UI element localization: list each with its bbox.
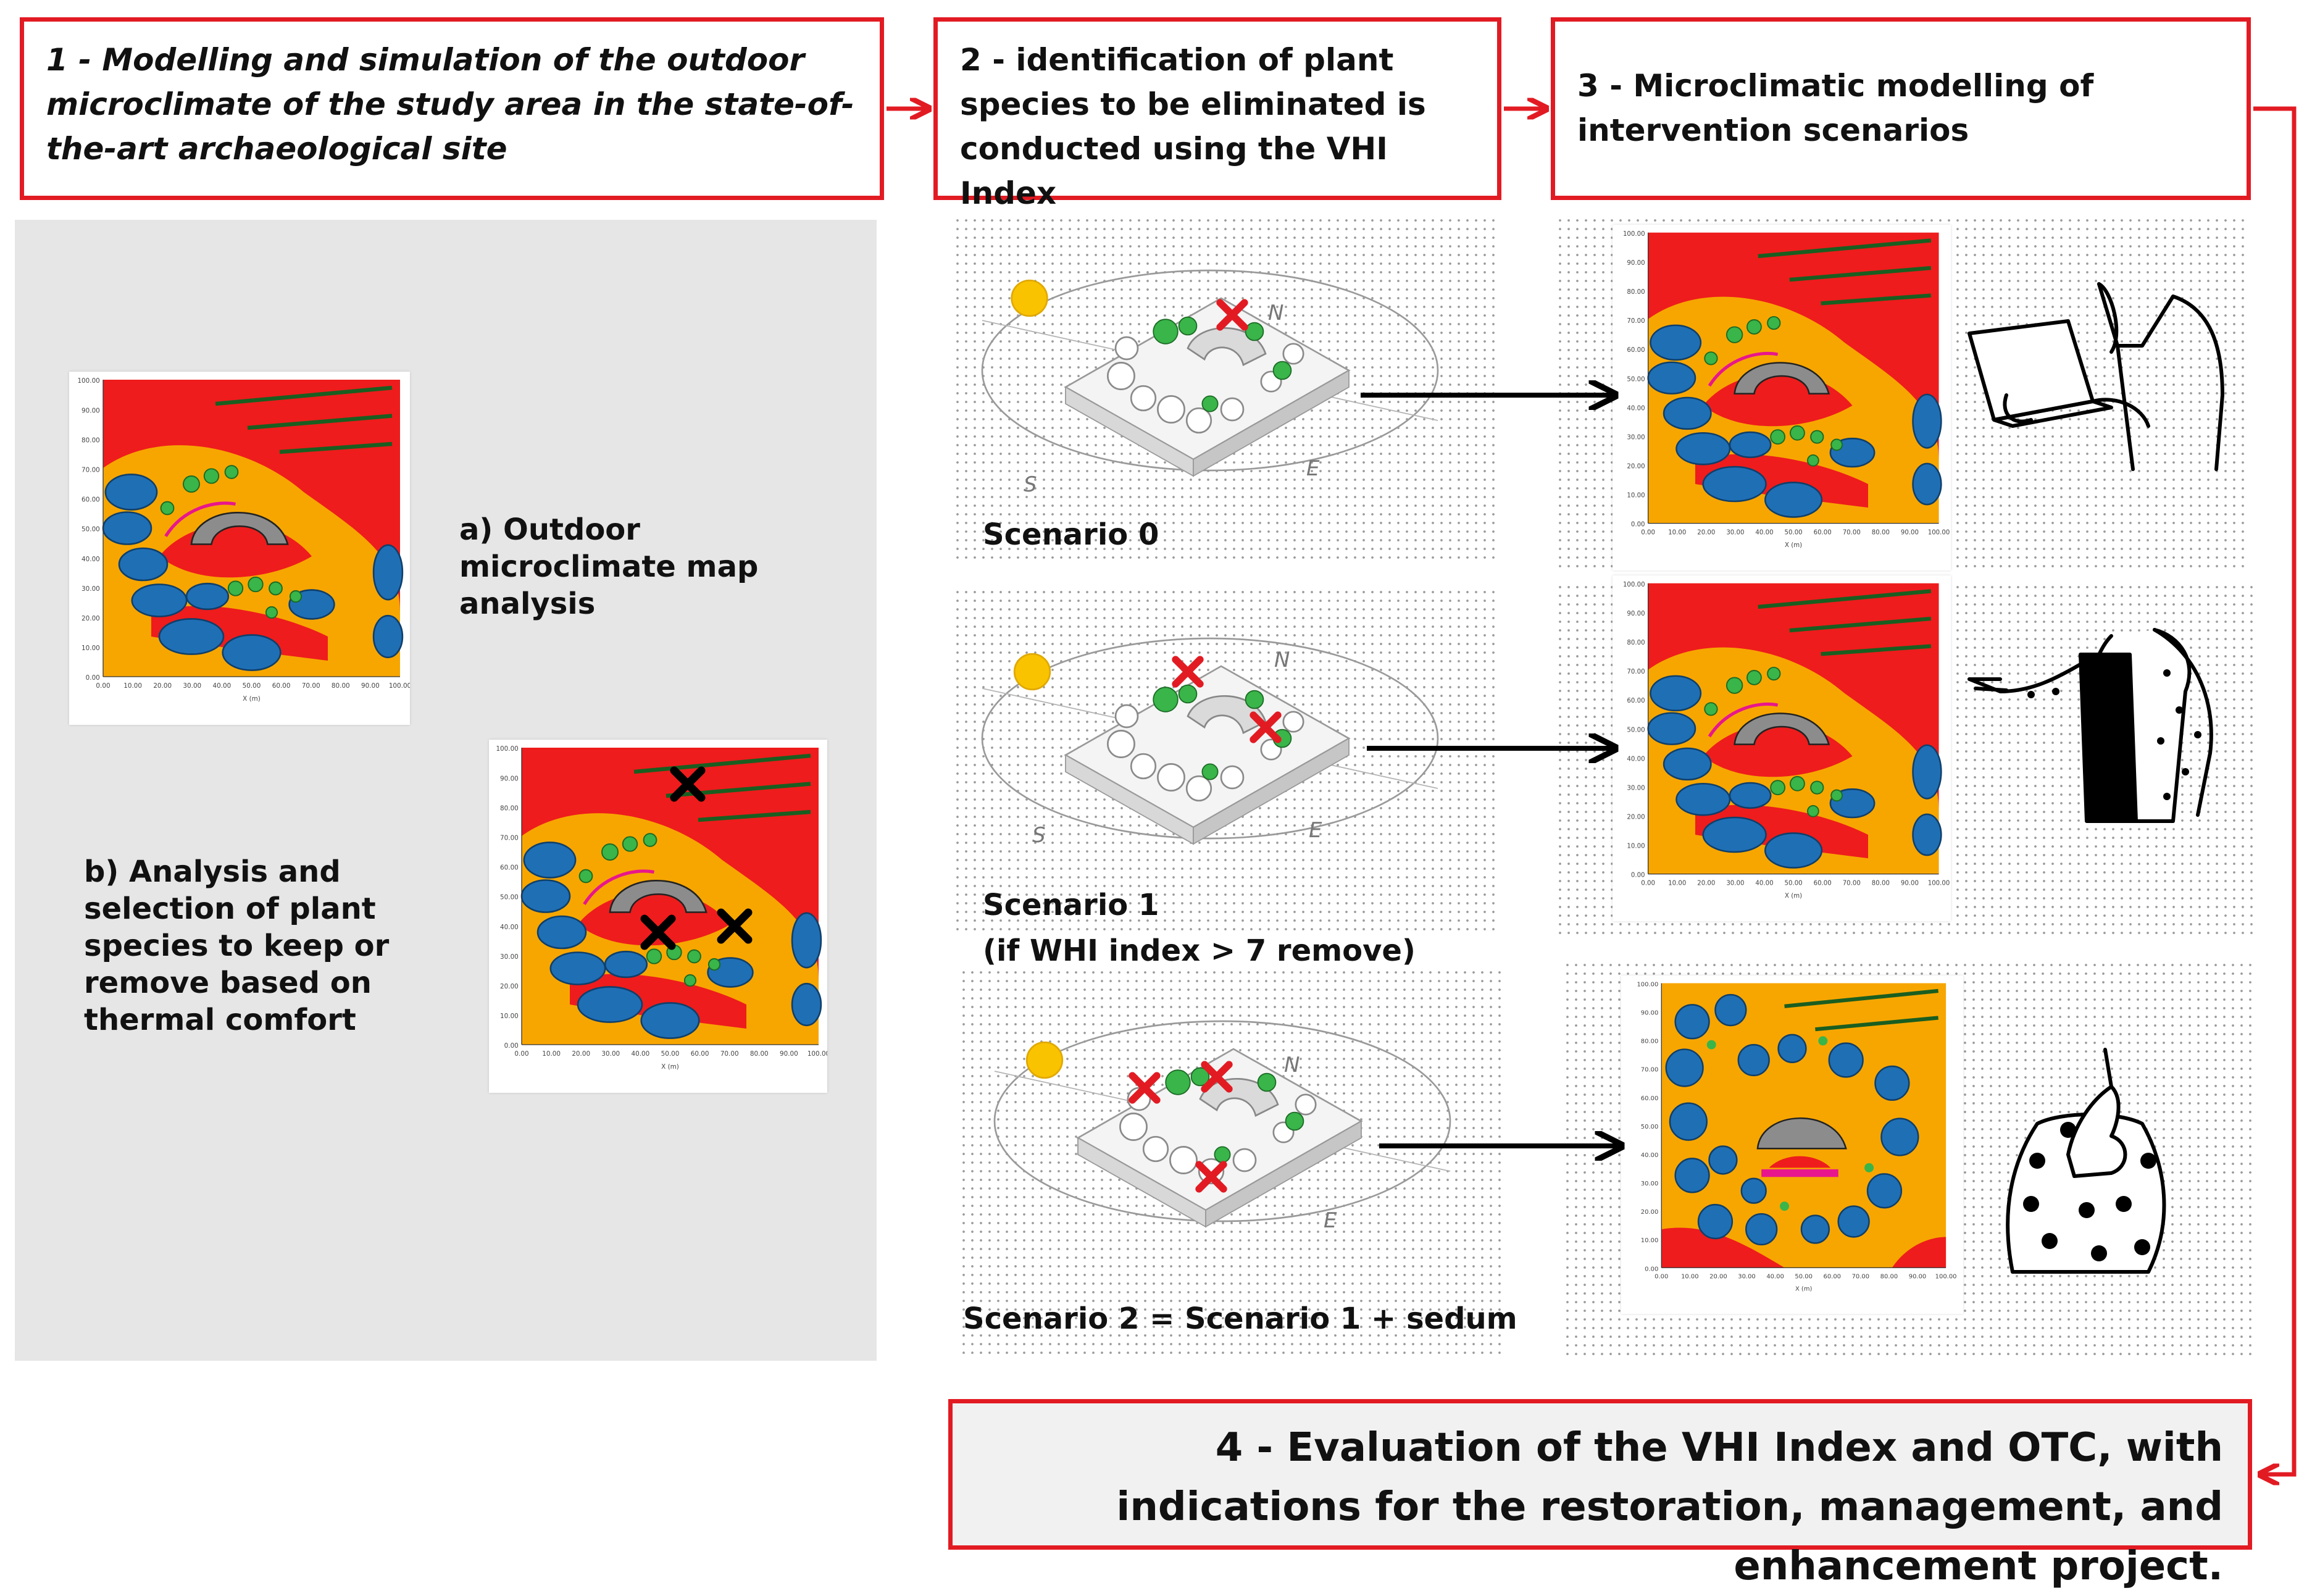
step-2-text: 2 - identification of plant species to b… bbox=[960, 42, 1426, 211]
step-1-text: 1 - Modelling and simulation of the outd… bbox=[46, 42, 854, 167]
compass-s-0: S bbox=[1024, 472, 1037, 497]
scenario-1-title: Scenario 1 bbox=[983, 888, 1159, 922]
result-map-0 bbox=[1613, 225, 1951, 570]
compass-e-0: E bbox=[1306, 456, 1320, 481]
remove-mark-2 bbox=[645, 919, 672, 946]
result-map-2 bbox=[1621, 976, 1963, 1314]
analysis-b-label: b) Analysis and selection of plant speci… bbox=[84, 854, 390, 1037]
remove-mark-3 bbox=[721, 913, 748, 940]
person-pointing-icon bbox=[1967, 628, 2213, 823]
remove-mark-1 bbox=[674, 771, 701, 798]
arrow-step3-step4 bbox=[2253, 106, 2297, 1474]
analysis-a-label: a) Outdoor microclimate map analysis bbox=[459, 512, 759, 621]
site-model-2 bbox=[993, 1020, 1451, 1228]
site-model-0 bbox=[981, 269, 1439, 477]
step-1-box: 1 - Modelling and simulation of the outd… bbox=[20, 17, 884, 200]
compass-n-2: N bbox=[1284, 1053, 1300, 1077]
site-model-1 bbox=[981, 637, 1439, 845]
compass-n-1: N bbox=[1274, 648, 1290, 672]
microclimate-map-b bbox=[489, 740, 827, 1093]
microclimate-map-a bbox=[69, 372, 410, 725]
result-map-1 bbox=[1613, 575, 1951, 921]
step-2-box: 2 - identification of plant species to b… bbox=[933, 17, 1501, 211]
scenario-2-label: Scenario 2 = Scenario 1 + sedum bbox=[963, 1301, 1517, 1336]
scenario-0-label: Scenario 0 bbox=[983, 517, 1159, 552]
person-laptop-icon bbox=[1967, 282, 2224, 471]
compass-n-0: N bbox=[1268, 301, 1283, 325]
scenario-1-sublabel: (if WHI index > 7 remove) bbox=[983, 934, 1416, 968]
step-3-box: 3 - Microclimatic modelling of intervent… bbox=[1551, 17, 2251, 200]
compass-e-1: E bbox=[1309, 818, 1322, 843]
compass-s-1: S bbox=[1032, 823, 1046, 848]
step-3-text: 3 - Microclimatic modelling of intervent… bbox=[1577, 68, 2094, 148]
compass-e-2: E bbox=[1324, 1208, 1337, 1233]
person-thumbs-up-icon bbox=[2006, 1048, 2166, 1274]
